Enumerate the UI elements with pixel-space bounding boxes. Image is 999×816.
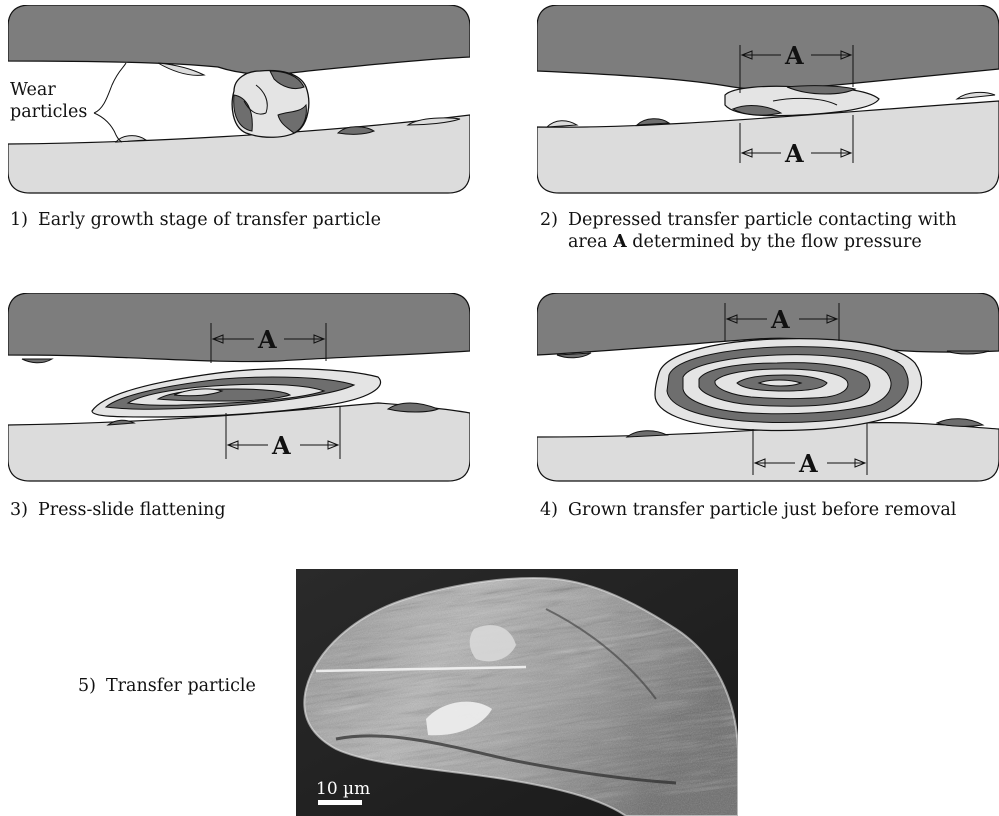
panel-1-diagram: Wear particles	[8, 5, 470, 195]
caption-3: 3)Press-slide flattening	[10, 499, 226, 521]
upper-body	[8, 5, 470, 74]
wear-label-line1: Wear	[10, 80, 56, 100]
area-label: A	[257, 325, 277, 354]
area-label: A	[271, 431, 291, 460]
area-label: A	[784, 139, 804, 168]
panel-3-diagram: A A	[8, 293, 470, 483]
scale-bar	[318, 800, 362, 805]
wear-particle	[22, 359, 52, 363]
caption-4: 4)Grown transfer particle just before re…	[540, 499, 956, 521]
area-label: A	[784, 41, 804, 70]
lower-body	[537, 423, 999, 481]
upper-body	[537, 5, 999, 89]
caption-2: 2)Depressed transfer particle contacting…	[540, 209, 957, 253]
panel-4-diagram: A A	[537, 293, 999, 483]
sem-micrograph: 10 µm	[296, 569, 738, 816]
leader-line	[94, 113, 122, 142]
transfer-particle	[655, 339, 921, 431]
upper-body	[8, 293, 470, 362]
scale-bar-label: 10 µm	[316, 779, 370, 799]
area-label: A	[798, 449, 818, 478]
sem-image: 10 µm	[296, 569, 738, 816]
wear-label-line2: particles	[10, 102, 87, 122]
wear-particle	[937, 419, 983, 427]
wear-particle	[947, 351, 989, 354]
panel-2-diagram: A A	[537, 5, 999, 195]
caption-1: 1)Early growth stage of transfer particl…	[10, 209, 381, 231]
wear-particle	[957, 92, 995, 99]
caption-5: 5)Transfer particle	[78, 675, 256, 697]
transfer-particle	[232, 71, 309, 138]
wear-particle	[547, 121, 577, 127]
area-label: A	[770, 305, 790, 334]
leader-line	[94, 63, 126, 113]
